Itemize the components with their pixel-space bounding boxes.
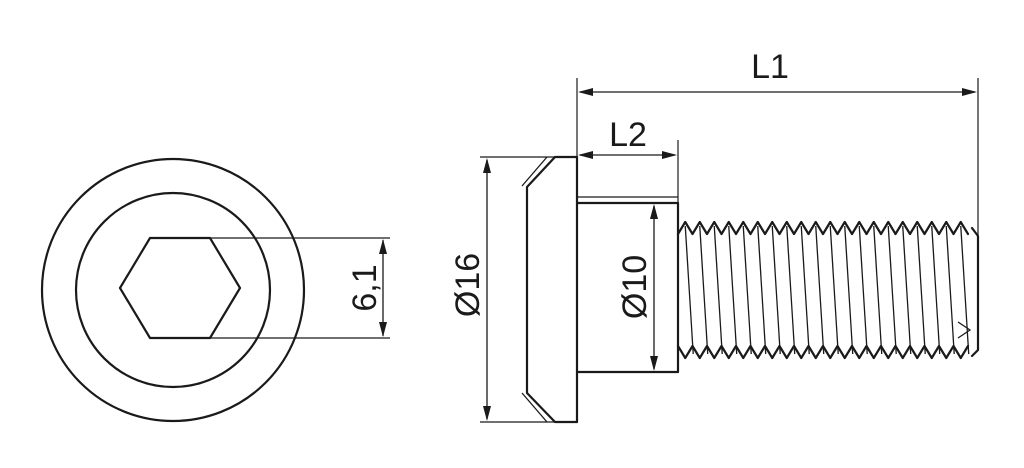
thread-flank-line (800, 225, 810, 355)
d16-arrow-top (483, 158, 491, 173)
bolt-head-profile (525, 155, 579, 424)
shoulder-profile (575, 201, 680, 374)
head-chamfer-bottom (521, 392, 548, 423)
d10-arrow-bottom (650, 356, 658, 371)
l1-arrow-right (962, 88, 977, 96)
dimension-l2: L2 (578, 116, 679, 203)
l2-arrow-right (662, 151, 677, 159)
thread-flank-line (960, 225, 970, 355)
thread-flank-line (742, 225, 752, 355)
d10-arrow-top (650, 204, 658, 219)
thread-flank-line (931, 225, 941, 355)
thread-flank-line (844, 225, 854, 355)
hex-dim-arrow-top (379, 239, 387, 254)
threaded-shank (676, 220, 980, 360)
dimension-head-diameter: Ø16 (449, 156, 577, 423)
l1-label: L1 (751, 48, 789, 86)
d16-arrow-bottom (483, 406, 491, 421)
head-diameter-label: Ø16 (449, 253, 487, 317)
thread-flank-lines (684, 225, 970, 355)
thread-end (970, 226, 980, 358)
head-inner-circle (74, 191, 272, 389)
thread-flank-line (858, 225, 868, 355)
head-outer-circle (40, 157, 306, 423)
thread-flank-line (916, 225, 926, 355)
thread-flank-line (829, 225, 839, 355)
hex-dim-arrow-bottom (379, 322, 387, 337)
dimension-l1: L1 (576, 48, 979, 236)
head-chamfer-top (521, 156, 548, 187)
thread-flank-line (786, 225, 796, 355)
hex-socket-icon (118, 236, 242, 340)
thread-flank-line (945, 225, 955, 355)
l2-label: L2 (609, 116, 647, 154)
l2-arrow-left (578, 151, 593, 159)
thread-end-chamfer (957, 321, 972, 339)
thread-flank-line (873, 225, 883, 355)
thread-flank-line (728, 225, 738, 355)
hex-socket-size-label: 6,1 (346, 264, 384, 311)
thread-flank-line (757, 225, 767, 355)
thread-flank-line (713, 225, 723, 355)
shoulder-diameter-label: Ø10 (616, 255, 654, 319)
thread-flank-line (887, 225, 897, 355)
thread-crest-top (676, 220, 970, 236)
thread-flank-line (684, 225, 694, 355)
thread-flank-line (815, 225, 825, 355)
thread-flank-line (902, 225, 912, 355)
thread-flank-line (771, 225, 781, 355)
l1-arrow-left (578, 88, 593, 96)
dimension-shoulder-diameter: Ø10 (616, 204, 658, 371)
bolt-end-view: 6,1 (40, 157, 390, 423)
thread-flank-line (699, 225, 709, 355)
bolt-side-view (521, 155, 980, 424)
